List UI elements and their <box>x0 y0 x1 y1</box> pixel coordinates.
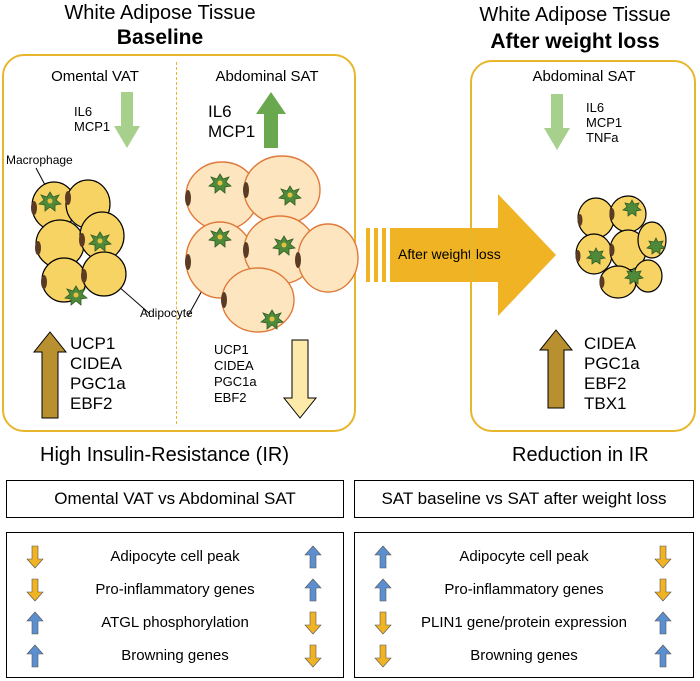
down-arrow-icon <box>304 644 322 668</box>
up-arrow-icon <box>654 644 672 668</box>
comparison-row: Pro-inflammatory genes <box>355 578 693 602</box>
comparison-row-label: Adipocyte cell peak <box>459 548 589 565</box>
gene-label: TBX1 <box>584 394 627 413</box>
comparison-row: Pro-inflammatory genes <box>7 578 343 602</box>
up-arrow-icon <box>304 545 322 569</box>
vat-adipocyte-cluster <box>31 179 127 306</box>
gene-label: EBF2 <box>214 390 247 405</box>
vat-up-arrow-icon <box>32 331 68 419</box>
comparison-row: PLIN1 gene/protein expression <box>355 611 693 635</box>
down-arrow-icon <box>26 578 44 602</box>
gene-label: IL6 <box>74 104 93 119</box>
gene-label: PGC1a <box>70 374 126 393</box>
macrophage-label: Macrophage <box>6 153 73 167</box>
gene-label: EBF2 <box>70 394 113 413</box>
vat-down-genes: IL6 MCP1 <box>74 104 110 134</box>
gene-label: MCP1 <box>208 122 256 141</box>
comparison-left-title: Omental VAT vs Abdominal SAT <box>6 480 344 518</box>
after-title: White Adipose Tissue <box>479 4 671 26</box>
comparison-row: Browning genes <box>7 644 343 668</box>
comparison-row-label: Pro-inflammatory genes <box>95 581 255 598</box>
sat-down-arrow-icon <box>282 339 318 419</box>
vat-label: Omental VAT <box>51 68 139 85</box>
after-panel <box>470 60 696 432</box>
baseline-title: White Adipose Tissue <box>64 2 256 24</box>
after-ir-label: Reduction in IR <box>512 444 649 466</box>
gene-label: MCP1 <box>586 115 623 130</box>
comparison-row-label: Browning genes <box>121 647 229 664</box>
up-arrow-icon <box>374 578 392 602</box>
down-arrow-icon <box>304 611 322 635</box>
gene-label: IL6 <box>586 100 605 115</box>
gene-label: MCP1 <box>74 119 111 134</box>
gene-label: CIDEA <box>70 354 122 373</box>
comparison-row-label: ATGL phosphorylation <box>101 614 249 631</box>
gene-label: CIDEA <box>214 358 254 373</box>
after-down-genes: IL6 MCP1 TNFa <box>586 100 622 145</box>
panel-divider <box>176 62 177 424</box>
down-arrow-icon <box>654 578 672 602</box>
after-up-arrow-icon <box>538 329 574 409</box>
gene-label: TNFa <box>586 130 619 145</box>
after-adipocyte-cluster <box>575 195 667 299</box>
after-subtitle: After weight loss <box>490 30 660 53</box>
comparison-row-label: Adipocyte cell peak <box>110 548 240 565</box>
vat-up-genes: UCP1 CIDEA PGC1a EBF2 <box>70 334 126 414</box>
transition-arrow-icon <box>366 194 556 316</box>
baseline-subtitle: Baseline <box>116 26 204 49</box>
gene-label: UCP1 <box>214 342 249 357</box>
down-arrow-icon <box>654 545 672 569</box>
comparison-row: ATGL phosphorylation <box>7 611 343 635</box>
down-arrow-icon <box>374 611 392 635</box>
up-arrow-icon <box>654 611 672 635</box>
after-down-arrow-icon <box>544 94 570 150</box>
up-arrow-icon <box>26 611 44 635</box>
comparison-row-label: Browning genes <box>470 647 578 664</box>
comparison-row: Adipocyte cell peak <box>355 545 693 569</box>
comparison-row-label: Pro-inflammatory genes <box>444 581 604 598</box>
up-arrow-icon <box>374 545 392 569</box>
up-arrow-icon <box>26 644 44 668</box>
after-sat-label: Abdominal SAT <box>532 68 636 85</box>
gene-label: UCP1 <box>70 334 116 353</box>
adipocyte-label: Adipocyte <box>140 306 193 320</box>
gene-label: EBF2 <box>584 374 627 393</box>
gene-label: IL6 <box>208 102 232 121</box>
sat-up-genes: IL6 MCP1 <box>208 102 255 142</box>
comparison-right-title: SAT baseline vs SAT after weight loss <box>354 480 694 518</box>
baseline-ir-label: High Insulin-Resistance (IR) <box>40 444 289 466</box>
down-arrow-icon <box>374 644 392 668</box>
comparison-row: Adipocyte cell peak <box>7 545 343 569</box>
up-arrow-icon <box>304 578 322 602</box>
gene-label: CIDEA <box>584 334 636 353</box>
down-arrow-icon <box>26 545 44 569</box>
sat-label: Abdominal SAT <box>215 68 319 85</box>
vat-down-arrow-icon <box>114 92 140 148</box>
sat-down-genes: UCP1 CIDEA PGC1a EBF2 <box>214 342 257 406</box>
transition-label: After weight loss <box>398 246 501 262</box>
sat-up-arrow-icon <box>256 92 286 148</box>
comparison-row: Browning genes <box>355 644 693 668</box>
comparison-row-label: PLIN1 gene/protein expression <box>421 614 627 631</box>
gene-label: PGC1a <box>214 374 257 389</box>
sat-adipocyte-cluster <box>185 155 359 333</box>
after-up-genes: CIDEA PGC1a EBF2 TBX1 <box>584 334 640 414</box>
gene-label: PGC1a <box>584 354 640 373</box>
